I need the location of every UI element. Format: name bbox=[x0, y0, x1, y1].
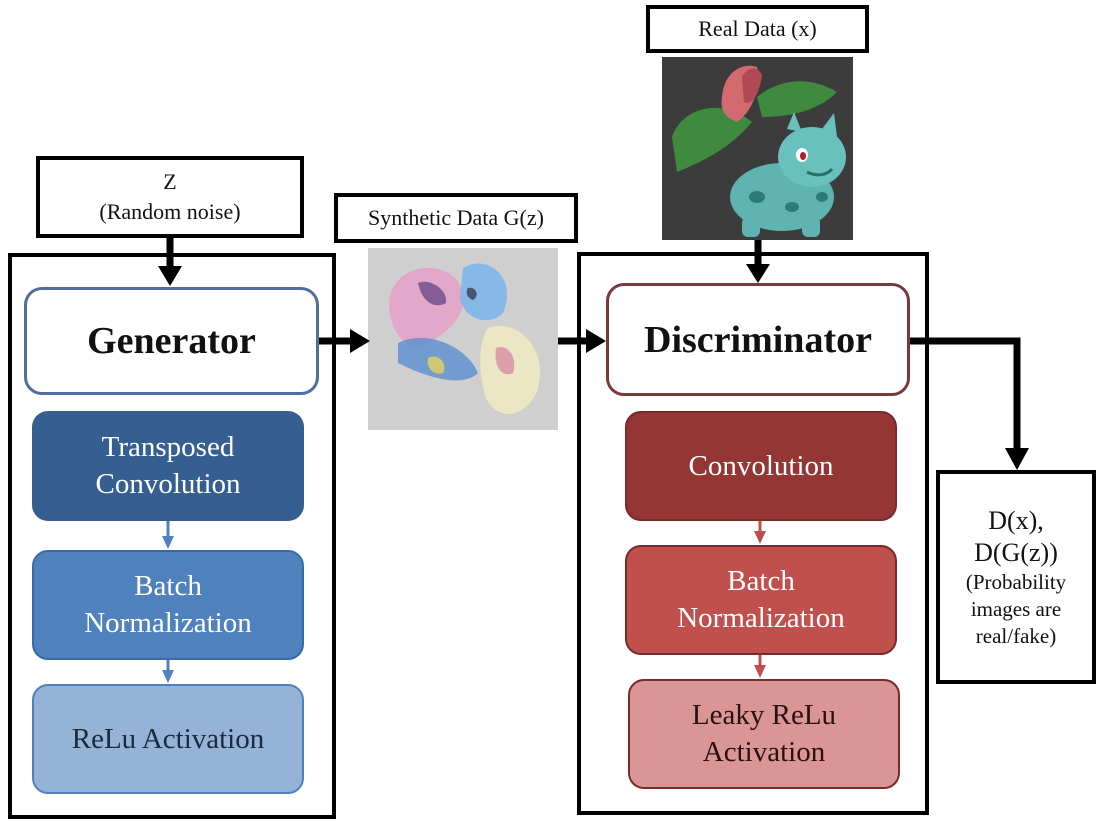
discriminator-frame bbox=[577, 252, 929, 815]
discriminator-batch-norm-block: Batch Normalization bbox=[625, 545, 897, 655]
noise-to-generator-arrow bbox=[158, 238, 182, 286]
discriminator-title-box: Discriminator bbox=[606, 283, 910, 396]
leaky-relu-line2: Activation bbox=[702, 736, 826, 768]
real-data-label: Real Data (x) bbox=[698, 16, 817, 41]
noise-input-box: Z (Random noise) bbox=[36, 156, 304, 238]
real-image bbox=[662, 57, 853, 240]
transposed-convolution-block: Transposed Convolution bbox=[32, 411, 304, 521]
synthetic-image bbox=[368, 248, 558, 430]
discriminator-title: Discriminator bbox=[644, 318, 872, 361]
discriminator-to-output-arrow bbox=[910, 337, 1029, 470]
transposed-convolution-line1: Transposed bbox=[101, 431, 235, 463]
real-to-discriminator-arrow bbox=[746, 240, 770, 283]
relu-activation-block: ReLu Activation bbox=[32, 684, 304, 794]
relu-activation-label: ReLu Activation bbox=[71, 722, 265, 755]
leaky-relu-activation-block: Leaky ReLu Activation bbox=[628, 679, 900, 789]
real-image-art bbox=[662, 57, 853, 240]
generator-batch-norm-line2: Normalization bbox=[84, 607, 252, 639]
discriminator-batch-norm-line2: Normalization bbox=[677, 602, 845, 634]
output-caption-line3: real/fake) bbox=[975, 623, 1057, 648]
discriminator-batch-norm-line1: Batch bbox=[727, 565, 795, 597]
generator-internal-arrow-2 bbox=[162, 660, 174, 683]
generator-title-box: Generator bbox=[24, 287, 319, 395]
generator-internal-arrow-1 bbox=[162, 521, 174, 549]
discriminator-internal-arrow-2 bbox=[754, 655, 766, 678]
synthetic-data-label-box: Synthetic Data G(z) bbox=[334, 193, 578, 243]
synthetic-data-label: Synthetic Data G(z) bbox=[368, 205, 544, 230]
generator-batch-norm-line1: Batch bbox=[134, 570, 202, 602]
convolution-block: Convolution bbox=[625, 411, 897, 521]
output-dgz: D(G(z)) bbox=[974, 537, 1058, 567]
output-caption-line1: (Probability bbox=[965, 569, 1067, 594]
synthetic-to-discriminator-arrow bbox=[558, 329, 606, 353]
output-dx: D(x), bbox=[988, 505, 1044, 535]
noise-symbol: Z bbox=[163, 169, 177, 194]
convolution-label: Convolution bbox=[688, 449, 834, 482]
discriminator-internal-arrow-1 bbox=[754, 521, 766, 544]
transposed-convolution-line2: Convolution bbox=[95, 468, 241, 500]
generator-title: Generator bbox=[87, 320, 256, 362]
generator-batch-norm-block: Batch Normalization bbox=[32, 550, 304, 660]
leaky-relu-line1: Leaky ReLu bbox=[691, 699, 837, 731]
synthetic-image-art bbox=[368, 248, 558, 430]
output-caption-line2: images are bbox=[970, 596, 1062, 621]
noise-caption: (Random noise) bbox=[99, 199, 241, 224]
output-box: D(x), D(G(z)) (Probability images are re… bbox=[936, 470, 1096, 684]
generator-to-synthetic-arrow bbox=[319, 329, 370, 353]
real-data-label-box: Real Data (x) bbox=[646, 5, 869, 53]
